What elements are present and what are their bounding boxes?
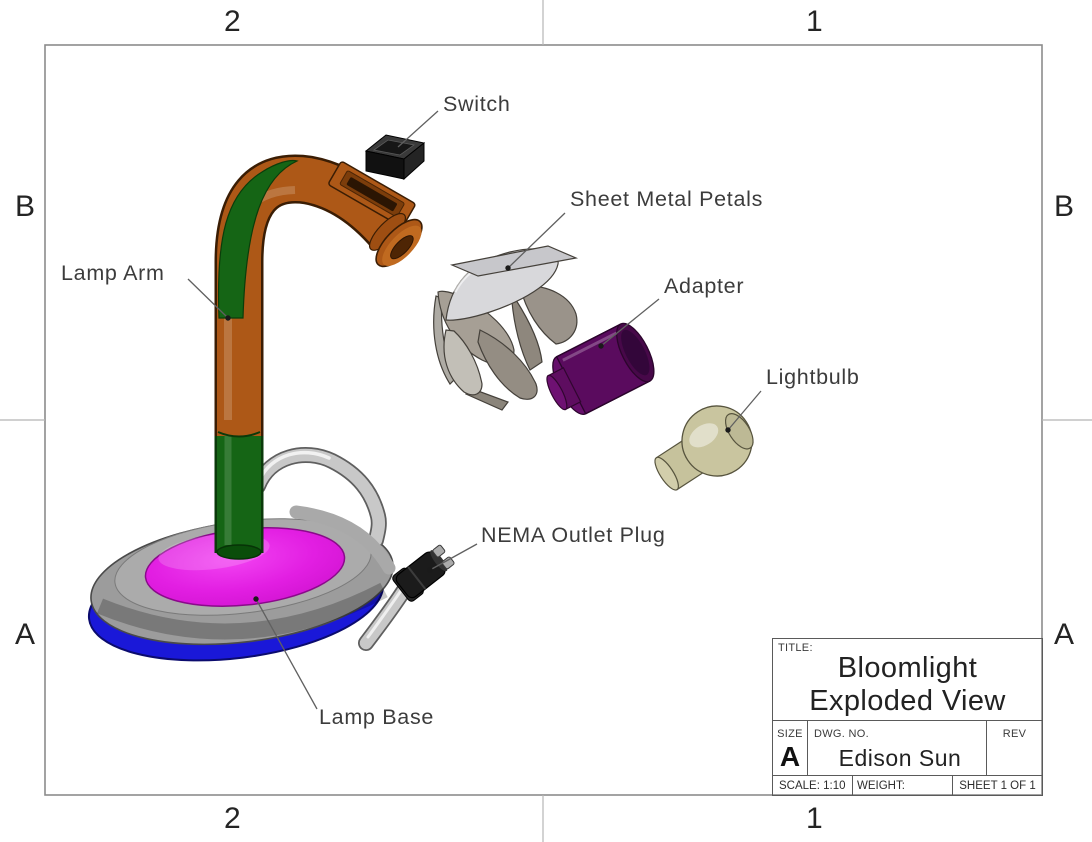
rev-cell: REV [987,721,1042,775]
switch-boss [328,161,416,228]
power-cable-loop-model [250,447,396,575]
dwg-no-value: Edison Sun [838,745,962,771]
lamp-arm-column-model [214,428,264,560]
part-label-sheet-metal-petals: Sheet Metal Petals [570,187,764,211]
arm-flange [369,212,423,268]
nema-plug-model [392,544,455,602]
dwg-no-cell: DWG. NO. Edison Sun [808,721,987,775]
dwg-no-label: DWG. NO. [814,728,869,740]
part-label-switch: Switch [443,92,511,116]
zone-left-bottom: A [15,618,36,651]
part-label-lamp-base: Lamp Base [319,705,435,729]
zone-right-bottom: A [1054,618,1075,651]
drawing-title-line2: Exploded View [809,685,1006,717]
part-label-nema-outlet-plug: NEMA Outlet Plug [481,523,666,547]
adapter-model [546,322,655,415]
title-block-bottom-row: SCALE: 1:10 WEIGHT: SHEET 1 OF 1 [773,776,1042,795]
lamp-arm-model [214,154,423,438]
size-cell: SIZE A [773,721,808,775]
zone-bottom-right: 1 [806,802,823,835]
part-label-lamp-arm: Lamp Arm [61,261,165,285]
part-label-adapter: Adapter [664,274,745,298]
sheet-number-text: SHEET 1 OF 1 [959,779,1036,792]
size-label: SIZE [777,728,803,740]
size-value: A [779,741,801,772]
title-block-title-cell: TITLE: Bloomlight Exploded View [773,639,1042,721]
title-block-mid-row: SIZE A DWG. NO. Edison Sun REV [773,721,1042,776]
petals-model [433,245,579,411]
title-block: TITLE: Bloomlight Exploded View SIZE A D… [772,638,1043,796]
title-label: TITLE: [778,642,813,654]
part-label-lightbulb: Lightbulb [766,365,860,389]
scale-text: SCALE: 1:10 [773,776,853,795]
zone-bottom-left: 2 [224,802,241,835]
zone-left-top: B [15,190,36,223]
leader-dots [225,265,731,602]
zone-right-top: B [1054,190,1075,223]
weight-text: WEIGHT: [853,776,953,795]
lightbulb-model [654,405,754,491]
zone-top-left: 2 [224,5,241,38]
zone-top-right: 1 [806,5,823,38]
rev-label: REV [1002,728,1027,740]
lamp-base-model [87,518,394,662]
drawing-title-line1: Bloomlight [837,652,978,684]
leader-lines [187,110,762,710]
switch-model [364,134,426,181]
